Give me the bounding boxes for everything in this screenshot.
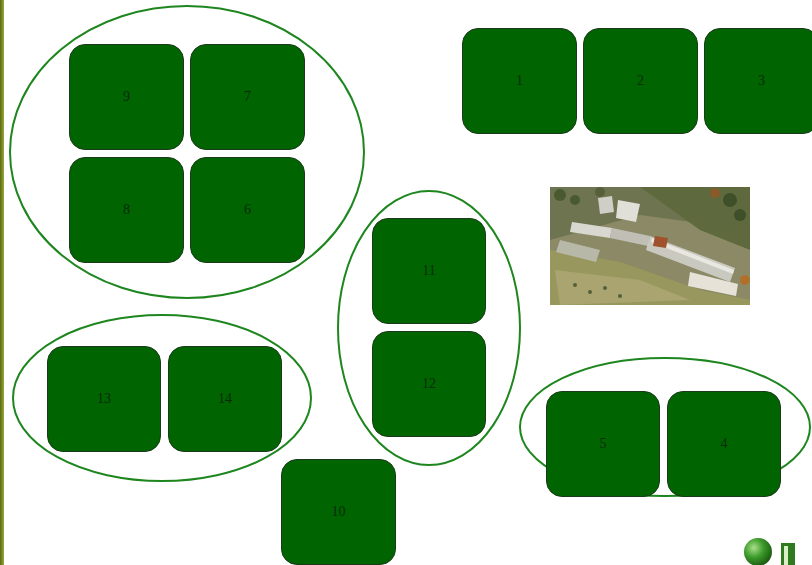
box-number: 10 — [332, 504, 346, 520]
box-number: 12 — [422, 376, 436, 392]
number-box: 13 — [47, 346, 161, 452]
aerial-photo — [550, 187, 750, 305]
side-bar — [0, 0, 4, 565]
box-number: 8 — [123, 202, 130, 218]
box-number: 1 — [516, 73, 523, 89]
box-number: 6 — [244, 202, 251, 218]
number-box: 5 — [546, 391, 660, 497]
number-box: 7 — [190, 44, 305, 150]
number-box: 8 — [69, 157, 184, 263]
box-number: 4 — [721, 436, 728, 452]
number-box: 11 — [372, 218, 486, 324]
number-box: 6 — [190, 157, 305, 263]
number-box: 1 — [462, 28, 577, 134]
ellipse-shape — [520, 358, 810, 496]
ellipse-outline — [9, 5, 365, 299]
number-box: 14 — [168, 346, 282, 452]
group-ellipse: 9 7 8 6 — [9, 5, 365, 299]
number-box: 3 — [704, 28, 812, 134]
group-ellipse: 13 14 — [12, 314, 312, 482]
ellipse-shape — [10, 6, 364, 298]
box-number: 11 — [422, 263, 435, 279]
number-box: 9 — [69, 44, 184, 150]
group-ellipse: 11 12 — [337, 190, 521, 466]
box-number: 9 — [123, 89, 130, 105]
group-ellipse: 54 — [519, 357, 811, 497]
number-box: 10 — [281, 459, 396, 565]
number-box: 2 — [583, 28, 698, 134]
number-box: 4 — [667, 391, 781, 497]
box-number: 7 — [244, 89, 251, 105]
ellipse-shape — [13, 315, 311, 481]
box-number: 13 — [97, 391, 111, 407]
box-number: 14 — [218, 391, 232, 407]
box-number: 5 — [600, 436, 607, 452]
box-number: 3 — [758, 73, 765, 89]
ellipse-shape — [338, 191, 520, 465]
box-number: 2 — [637, 73, 644, 89]
logo-icon — [744, 538, 795, 565]
number-box: 12 — [372, 331, 486, 437]
